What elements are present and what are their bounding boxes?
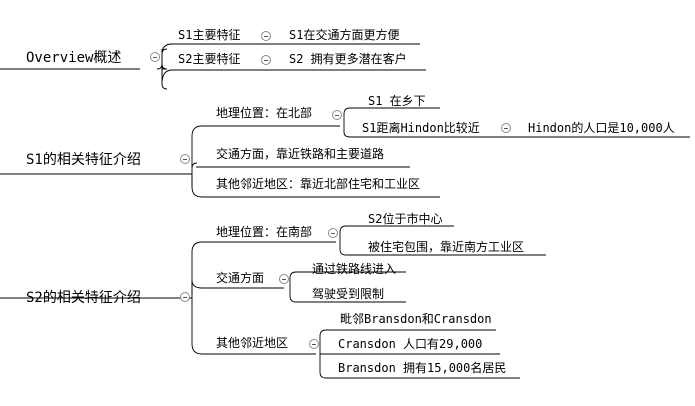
overview-s2-node[interactable]: S2主要特征 bbox=[178, 52, 241, 66]
collapse-toggle-icon[interactable] bbox=[279, 274, 289, 284]
collapse-toggle-icon[interactable] bbox=[501, 123, 511, 133]
collapse-toggle-icon[interactable] bbox=[261, 31, 271, 41]
overview-s1-detail[interactable]: S1在交通方面更方便 bbox=[289, 28, 400, 42]
s2-geo-node[interactable]: 地理位置：在南部 bbox=[216, 225, 313, 239]
overview-s1-node[interactable]: S1主要特征 bbox=[178, 28, 241, 42]
s2-geo-downtown[interactable]: S2位于市中心 bbox=[368, 212, 443, 226]
s2-transport-node[interactable]: 交通方面 bbox=[216, 271, 265, 285]
s1-geo-rural[interactable]: S1 在乡下 bbox=[368, 94, 426, 108]
collapse-toggle-icon[interactable] bbox=[328, 228, 338, 238]
s2-nearby-bransdon[interactable]: Bransdon 拥有15,000名居民 bbox=[338, 361, 507, 375]
collapse-toggle-icon[interactable] bbox=[150, 52, 160, 62]
collapse-toggle-icon[interactable] bbox=[261, 55, 271, 65]
s2-nearby-cransdon[interactable]: Cransdon 人口有29,000 bbox=[338, 337, 483, 351]
s2-nearby-adjacent[interactable]: 毗邻Bransdon和Cransdon bbox=[340, 312, 492, 326]
s1-nearby-node[interactable]: 其他邻近地区：靠近北部住宅和工业区 bbox=[216, 177, 421, 191]
s1-transport-node[interactable]: 交通方面，靠近铁路和主要道路 bbox=[216, 147, 385, 161]
s2-node[interactable]: S2的相关特征介绍 bbox=[26, 290, 141, 306]
overview-node[interactable]: Overview概述 bbox=[26, 50, 122, 66]
s1-node[interactable]: S1的相关特征介绍 bbox=[26, 152, 141, 168]
s2-transport-rail[interactable]: 通过铁路线进入 bbox=[312, 262, 397, 276]
collapse-toggle-icon[interactable] bbox=[180, 292, 190, 302]
s2-geo-surrounded[interactable]: 被住宅包围，靠近南方工业区 bbox=[368, 240, 525, 254]
s2-nearby-node[interactable]: 其他邻近地区 bbox=[216, 336, 289, 350]
overview-s2-detail[interactable]: S2 拥有更多潜在客户 bbox=[289, 52, 407, 66]
s1-hindon-population[interactable]: Hindon的人口是10,000人 bbox=[528, 121, 675, 135]
collapse-toggle-icon[interactable] bbox=[309, 339, 319, 349]
collapse-toggle-icon[interactable] bbox=[332, 110, 342, 120]
s2-transport-driving[interactable]: 驾驶受到限制 bbox=[312, 287, 385, 301]
collapse-toggle-icon[interactable] bbox=[180, 154, 190, 164]
s1-geo-node[interactable]: 地理位置：在北部 bbox=[216, 106, 313, 120]
s1-geo-hindon[interactable]: S1距离Hindon比较近 bbox=[362, 121, 480, 135]
